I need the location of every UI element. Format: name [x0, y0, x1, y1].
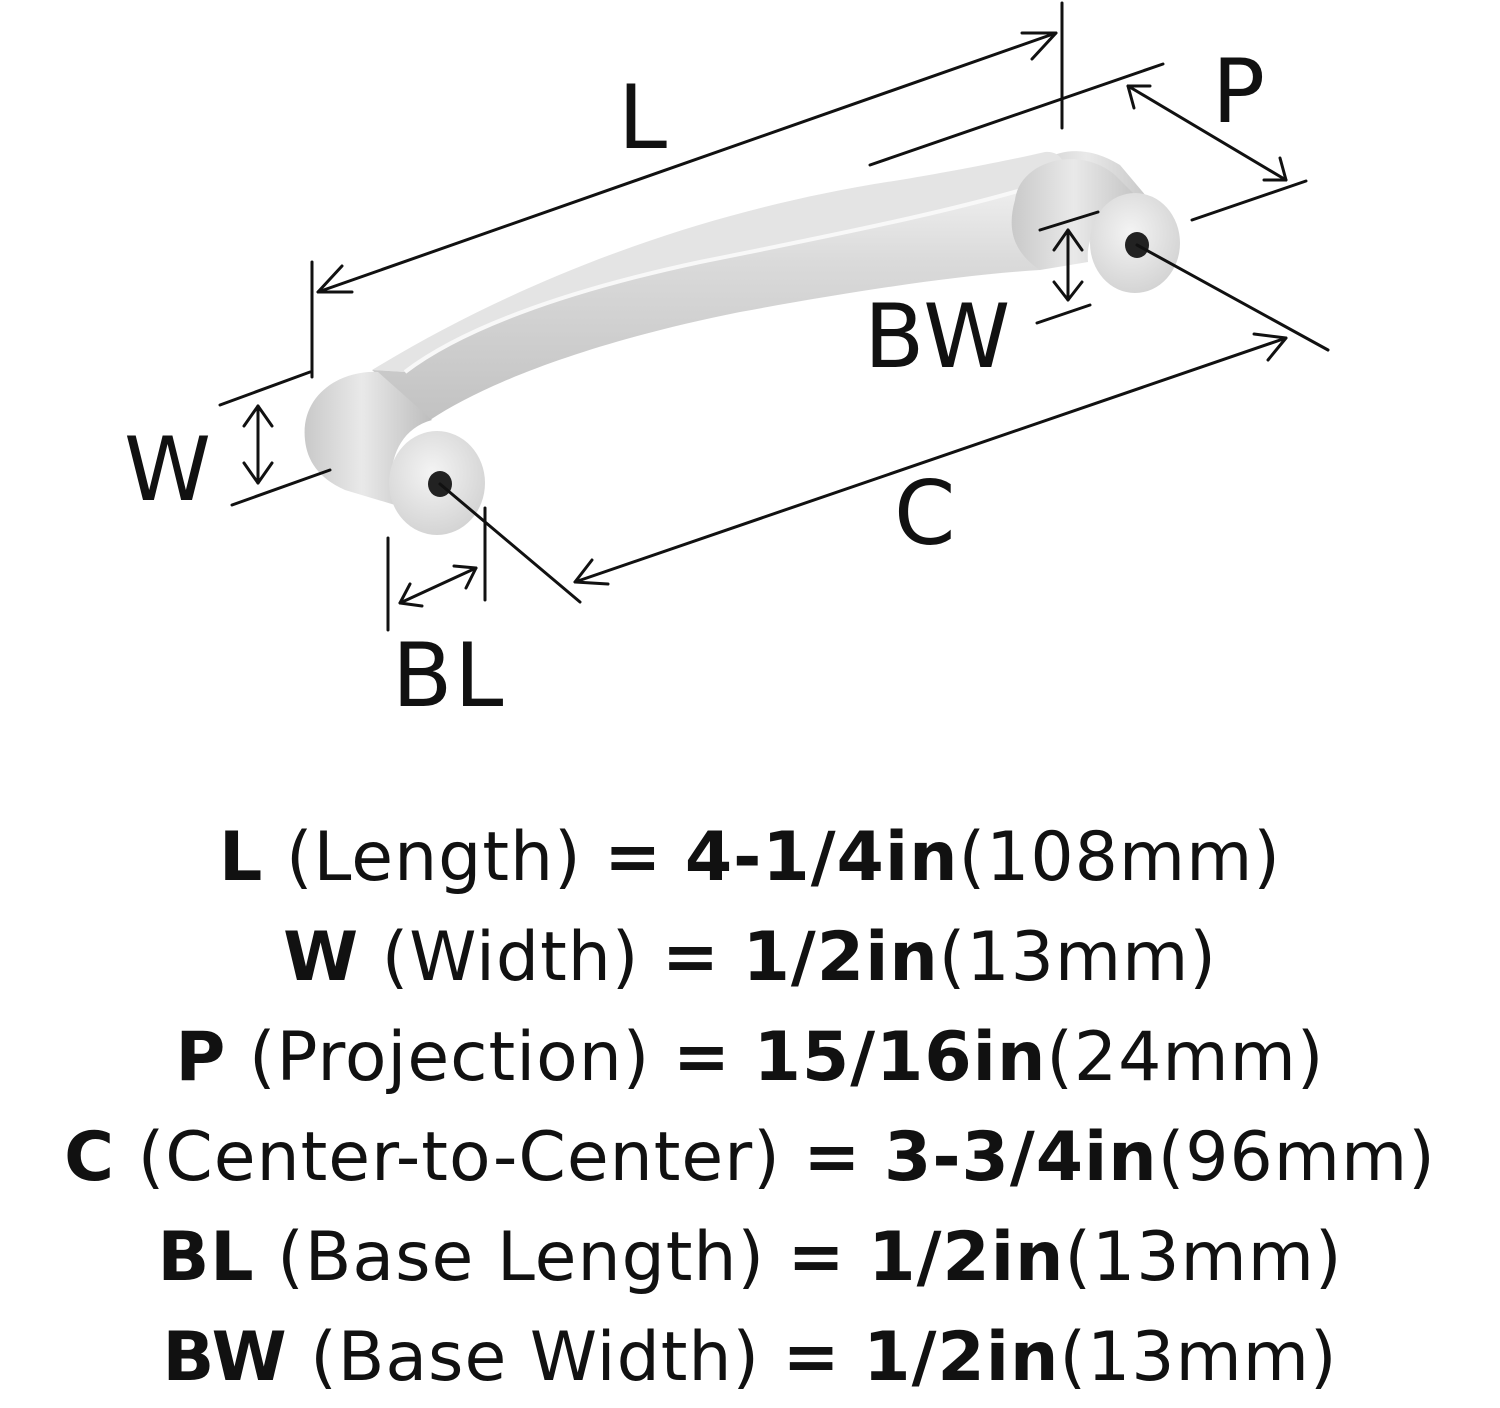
- base-length-label: BL: [392, 624, 505, 727]
- base-width-arrow-top: [1052, 228, 1084, 252]
- length-arrow-right: [1020, 31, 1058, 61]
- spec-imperial-value: 3-3/4in: [884, 1118, 1158, 1197]
- spec-imperial-value: 15/16in: [753, 1018, 1047, 1097]
- spec-symbol: P: [175, 1018, 227, 1097]
- spec-symbol: C: [64, 1118, 116, 1197]
- handle-dimension-diagram: L P BW W C BL: [124, 1, 1330, 727]
- projection-arrow-bottom: [1262, 156, 1288, 182]
- spec-metric-value: (96mm): [1157, 1118, 1436, 1197]
- spec-equals: =: [782, 1318, 841, 1397]
- width-extension-top: [218, 370, 312, 407]
- base-width-extension-bottom: [1035, 303, 1092, 325]
- spec-symbol: L: [219, 818, 264, 897]
- spec-equals: =: [672, 1018, 731, 1097]
- spec-name: (Base Width): [310, 1318, 761, 1397]
- spec-base-length: BL (Base Length) = 1/2in(13mm): [0, 1208, 1500, 1308]
- length-arrow-left: [316, 264, 354, 294]
- width-label: W: [124, 418, 213, 521]
- spec-name: (Center-to-Center): [137, 1118, 781, 1197]
- spec-length: L (Length) = 4-1/4in(108mm): [0, 808, 1500, 908]
- spec-name: (Length): [286, 818, 582, 897]
- base-length-arrow-left: [398, 582, 424, 608]
- projection-extension-bottom: [1190, 179, 1308, 222]
- specifications-list: L (Length) = 4-1/4in(108mm) W (Width) = …: [0, 808, 1500, 1408]
- dimension-lines: [218, 1, 1330, 632]
- right-post-body: [1011, 159, 1150, 270]
- base-length-arrow-right: [452, 564, 478, 590]
- bar-edge-highlight: [403, 176, 1061, 374]
- base-width-label: BW: [864, 285, 1012, 388]
- center-arrow-left: [573, 558, 610, 586]
- base-length-dimension-line: [398, 566, 478, 605]
- projection-label: P: [1212, 40, 1267, 143]
- center-label: C: [894, 462, 957, 565]
- spec-equals: =: [604, 818, 663, 897]
- center-arrow-right: [1252, 332, 1288, 362]
- projection-extension-top: [868, 62, 1165, 167]
- projection-dimension-line: [1126, 84, 1288, 182]
- spec-imperial-value: 1/2in: [868, 1218, 1065, 1297]
- spec-base-width: BW (Base Width) = 1/2in(13mm): [0, 1308, 1500, 1408]
- spec-metric-value: (13mm): [1059, 1318, 1338, 1397]
- spec-imperial-value: 1/2in: [863, 1318, 1060, 1397]
- left-post-body: [304, 371, 432, 505]
- cabinet-pull-handle: [304, 151, 1180, 535]
- spec-projection: P (Projection) = 15/16in(24mm): [0, 1008, 1500, 1108]
- spec-equals: =: [787, 1218, 846, 1297]
- spec-name: (Base Length): [277, 1218, 766, 1297]
- spec-symbol: BL: [157, 1218, 255, 1297]
- center-dimension-line: [573, 336, 1288, 584]
- spec-metric-value: (108mm): [958, 818, 1281, 897]
- spec-center-to-center: C (Center-to-Center) = 3-3/4in(96mm): [0, 1108, 1500, 1208]
- center-extension-right: [1135, 243, 1330, 352]
- spec-symbol: W: [283, 918, 360, 997]
- width-arrow-top: [242, 404, 274, 428]
- projection-arrow-top: [1126, 84, 1152, 110]
- bar-front-face: [372, 178, 1060, 420]
- base-width-arrow-bottom: [1052, 280, 1084, 302]
- spec-symbol: BW: [162, 1318, 288, 1397]
- spec-equals: =: [803, 1118, 862, 1197]
- spec-width: W (Width) = 1/2in(13mm): [0, 908, 1500, 1008]
- spec-metric-value: (24mm): [1046, 1018, 1325, 1097]
- center-extension-left: [438, 482, 582, 604]
- length-label: L: [618, 66, 669, 169]
- spec-imperial-value: 1/2in: [742, 918, 939, 997]
- spec-metric-value: (13mm): [938, 918, 1217, 997]
- base-width-extension-top: [1038, 210, 1100, 232]
- spec-equals: =: [662, 918, 720, 997]
- spec-imperial-value: 4-1/4in: [684, 818, 959, 897]
- width-arrow-bottom: [242, 461, 274, 485]
- spec-name: (Width): [381, 918, 640, 997]
- length-dimension-line: [316, 31, 1058, 294]
- bar-top-surface: [372, 151, 1065, 372]
- spec-metric-value: (13mm): [1064, 1218, 1343, 1297]
- spec-name: (Projection): [249, 1018, 651, 1097]
- width-extension-bottom: [230, 468, 332, 507]
